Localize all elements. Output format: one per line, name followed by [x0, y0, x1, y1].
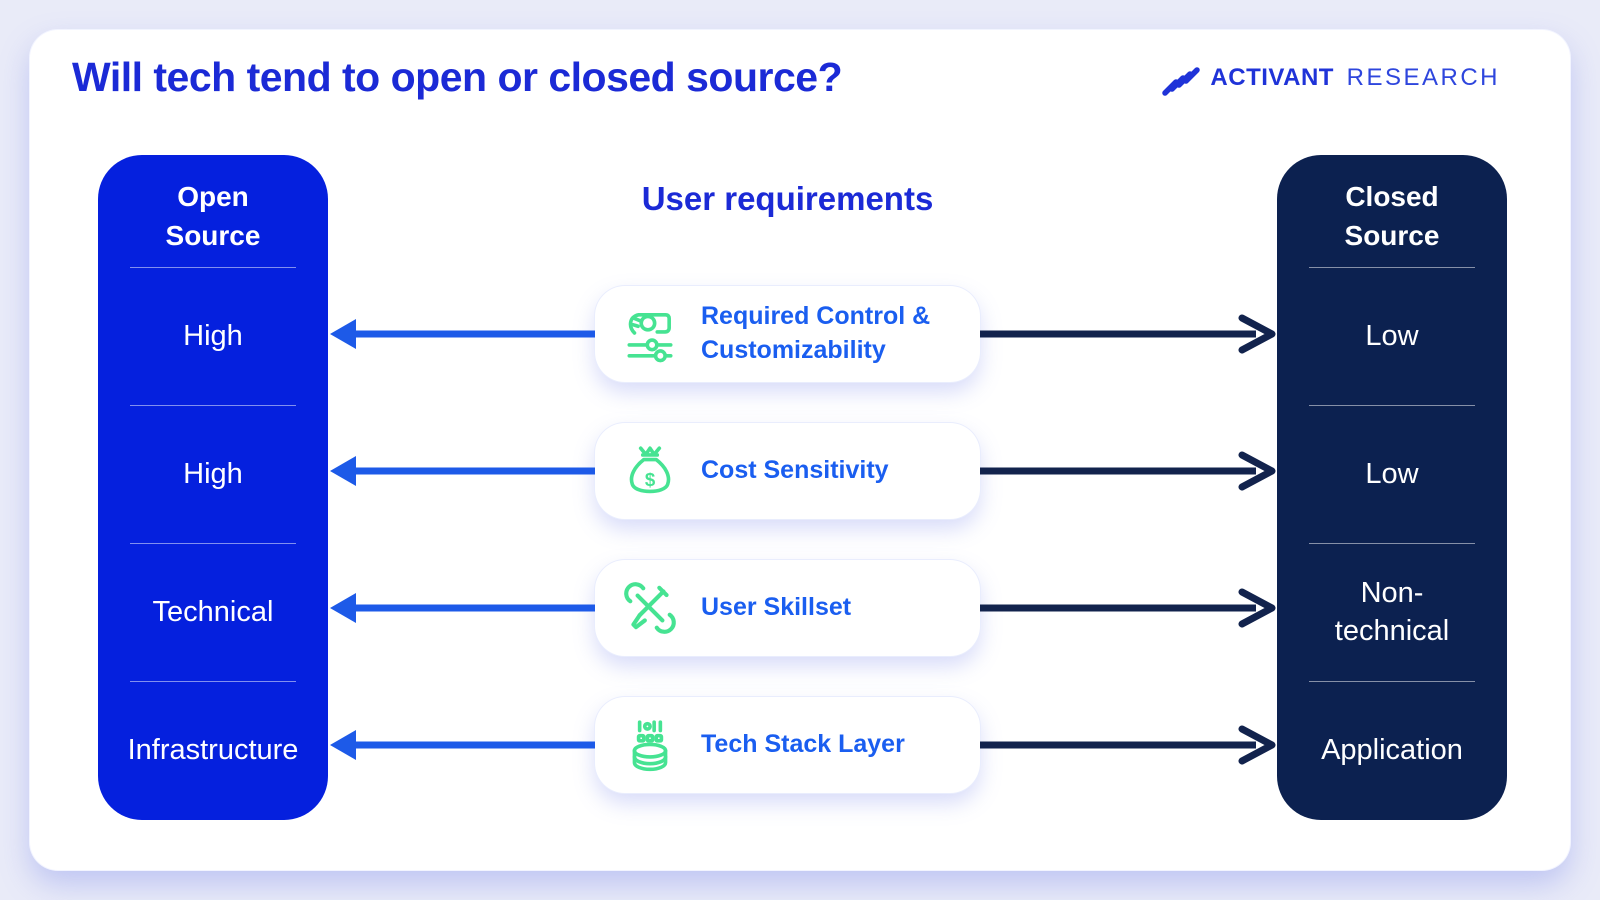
arrow-right-row-4: [980, 725, 1276, 765]
control-sliders-icon: [627, 313, 673, 363]
arrow-left-row-3: [330, 593, 595, 623]
divider: [130, 543, 296, 544]
closed-source-header: Closed Source: [1344, 180, 1440, 251]
arrow-right-row-3: [980, 588, 1276, 628]
divider: [1309, 681, 1475, 682]
requirement-card-cost: $ Cost Sensitivity: [595, 423, 980, 519]
arrow-left-row-2: [330, 456, 595, 486]
dollar-symbol: $: [645, 469, 656, 490]
divider: [1309, 405, 1475, 406]
wrench-pencil-icon: [624, 582, 676, 634]
arrow-left-row-4: [330, 730, 595, 760]
divider: [130, 267, 296, 268]
requirement-card-skillset: User Skillset: [595, 560, 980, 656]
logo-suffix: RESEARCH: [1346, 64, 1500, 91]
requirement-label: Tech Stack Layer: [701, 730, 905, 759]
activant-research-logo: ACTIVANT RESEARCH: [1160, 58, 1500, 98]
arrow-left-row-1: [330, 319, 595, 349]
open-value-row-3: Technical: [152, 595, 274, 628]
user-requirements-heading: User requirements: [641, 180, 934, 217]
requirement-label: User Skillset: [701, 593, 852, 622]
closed-value-row-2: Low: [1365, 457, 1419, 490]
arrow-right-row-1: [980, 314, 1276, 354]
requirement-card-control: Required Control & Customizability: [595, 286, 980, 382]
requirement-card-stack: Tech Stack Layer: [595, 697, 980, 793]
open-value-row-1: High: [183, 319, 243, 352]
requirement-label: Required Control & Customizability: [701, 302, 931, 364]
tech-stack-icon: [632, 720, 668, 772]
arrow-right-row-2: [980, 451, 1276, 491]
open-value-row-2: High: [183, 457, 243, 490]
divider: [130, 405, 296, 406]
page-title: Will tech tend to open or closed source?: [72, 54, 843, 100]
activant-logo-icon: [1162, 67, 1201, 96]
closed-value-row-1: Low: [1365, 319, 1419, 352]
open-value-row-4: Infrastructure: [127, 733, 299, 766]
logo-brand: ACTIVANT: [1210, 64, 1334, 91]
open-source-header: Open Source: [165, 180, 261, 251]
divider: [1309, 543, 1475, 544]
slide-canvas: Will tech tend to open or closed source?…: [30, 30, 1570, 870]
closed-source-column: Closed Source Low Low Non-technical Appl…: [1277, 155, 1507, 820]
divider: [130, 681, 296, 682]
closed-value-row-3: Non-technical: [1334, 576, 1450, 647]
requirement-label: Cost Sensitivity: [701, 456, 889, 485]
logo-text: ACTIVANT RESEARCH: [1210, 64, 1500, 92]
money-bag-icon: $: [629, 446, 671, 494]
divider: [1309, 267, 1475, 268]
open-source-column: Open Source High High Technical Infrastr…: [98, 155, 328, 820]
closed-value-row-4: Application: [1321, 733, 1463, 766]
